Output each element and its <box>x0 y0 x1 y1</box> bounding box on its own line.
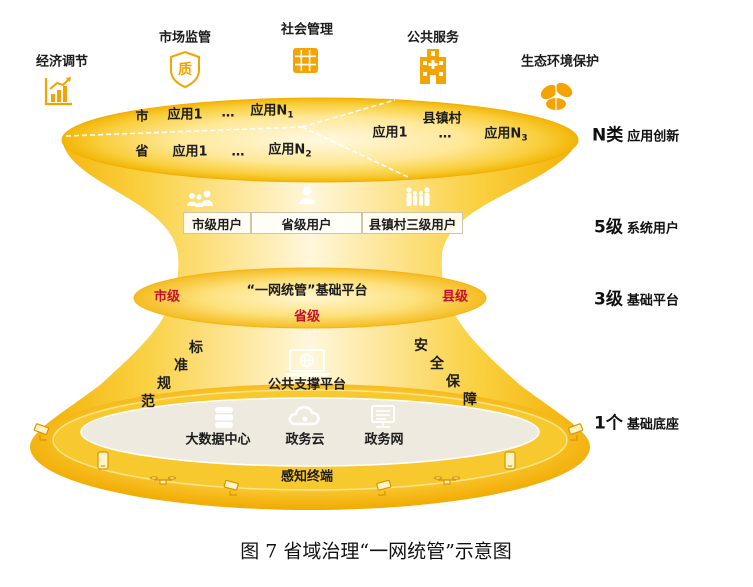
platform-city: 市级 <box>153 289 181 305</box>
layer-name: 基础平台 <box>626 293 679 309</box>
app-level-province: 省 <box>135 144 149 160</box>
base-gov-network: 政务网 <box>364 432 404 448</box>
single-user-icon <box>299 186 315 204</box>
family-users-icon <box>406 187 430 206</box>
security-char-3: 保 <box>446 374 460 390</box>
app-level-county: 县镇村 <box>422 111 462 127</box>
layer-name: 应用创新 <box>627 129 680 145</box>
user-city: 市级用户 <box>183 212 251 234</box>
bar-chart-icon <box>44 77 72 106</box>
grid-icon <box>293 48 318 73</box>
layer-label-base: 1个基础底座 <box>594 413 679 434</box>
layer-count: 3级 <box>594 289 623 310</box>
shield-quality-icon <box>170 50 200 89</box>
security-char-4: 障 <box>463 392 477 408</box>
app-province-1: 应用1 <box>172 144 208 160</box>
cctv-camera-icon <box>567 423 584 441</box>
cctv-camera-icon <box>33 423 50 441</box>
mobile-phone-icon <box>504 451 516 470</box>
app-province-n-label: 应用N <box>268 142 306 158</box>
base-sensing-terminal: 感知终端 <box>280 469 334 485</box>
layer-name: 系统用户 <box>626 221 679 237</box>
base-gov-cloud: 政务云 <box>285 432 325 448</box>
figure-caption: 图 7 省域治理“一网统管”示意图 <box>240 540 512 563</box>
layer-label-platform: 3级基础平台 <box>594 289 679 310</box>
app-province-n: 应用N2 <box>268 142 312 160</box>
app-city-n: 应用N1 <box>250 103 294 121</box>
platform-county: 县级 <box>441 289 469 305</box>
category-economic-regulation: 经济调节 <box>35 54 89 70</box>
laptop-globe-icon <box>284 349 330 376</box>
standards-char-2: 准 <box>174 358 188 374</box>
public-support-platform-label: 公共支撑平台 <box>267 377 347 393</box>
system-users-row: 市级用户 省级用户 县镇村三级用户 <box>183 212 463 234</box>
app-city-ellipsis: … <box>221 105 235 121</box>
app-level-city: 市 <box>135 109 149 125</box>
mobile-phone-icon <box>97 451 109 470</box>
shield-quality-icon-text: 质 <box>178 62 192 78</box>
user-province: 省级用户 <box>251 212 362 234</box>
divider-province-county <box>301 126 411 179</box>
layer-name: 基础底座 <box>626 417 679 433</box>
layer-label-applications: N类应用创新 <box>592 125 680 146</box>
cctv-camera-icon <box>376 479 392 496</box>
category-market-supervision: 市场监管 <box>158 30 212 46</box>
building-icon <box>420 49 446 84</box>
app-county-ellipsis: … <box>438 126 452 142</box>
network-icon <box>371 405 395 428</box>
app-city-n-subscript: 1 <box>287 110 294 121</box>
platform-layer-ellipse <box>133 267 487 329</box>
platform-province: 省级 <box>293 309 321 325</box>
group-users-icon <box>187 190 213 207</box>
app-county-n-label: 应用N <box>484 126 522 142</box>
app-county-n: 应用N3 <box>484 126 528 144</box>
standards-char-1: 标 <box>189 340 203 356</box>
terminal-icons <box>33 423 584 496</box>
category-public-service: 公共服务 <box>406 30 460 46</box>
category-social-management: 社会管理 <box>280 22 334 38</box>
drone-icon <box>149 476 177 485</box>
user-county: 县镇村三级用户 <box>362 212 463 234</box>
app-county-n-subscript: 3 <box>521 133 528 144</box>
database-icon <box>215 407 233 428</box>
divider-city-province <box>65 126 303 137</box>
cctv-camera-icon <box>223 479 239 496</box>
leaves-icon <box>540 82 573 110</box>
security-char-2: 全 <box>430 356 444 372</box>
standards-char-4: 范 <box>141 394 155 410</box>
app-county-1: 应用1 <box>372 125 408 141</box>
app-city-n-label: 应用N <box>250 103 288 119</box>
drone-icon <box>433 476 461 485</box>
category-ecological-protection: 生态环境保护 <box>520 54 600 70</box>
application-region-dividers <box>65 99 411 179</box>
base-inner-ellipse <box>80 397 540 467</box>
app-province-n-subscript: 2 <box>305 149 312 160</box>
standards-char-3: 规 <box>157 376 171 392</box>
cloud-icon <box>288 405 320 426</box>
layer-count: 5级 <box>594 217 623 238</box>
layer-label-users: 5级系统用户 <box>594 217 679 238</box>
base-big-data-center: 大数据中心 <box>185 432 251 448</box>
app-city-1: 应用1 <box>167 107 203 123</box>
layer-count: 1个 <box>594 413 623 434</box>
application-layer-ellipse <box>61 97 579 183</box>
divider-city-county <box>301 99 396 128</box>
app-province-ellipsis: … <box>231 144 245 160</box>
security-char-1: 安 <box>414 338 428 354</box>
layer-count: N类 <box>592 125 624 146</box>
platform-title: “一网统管”基础平台 <box>246 283 368 299</box>
